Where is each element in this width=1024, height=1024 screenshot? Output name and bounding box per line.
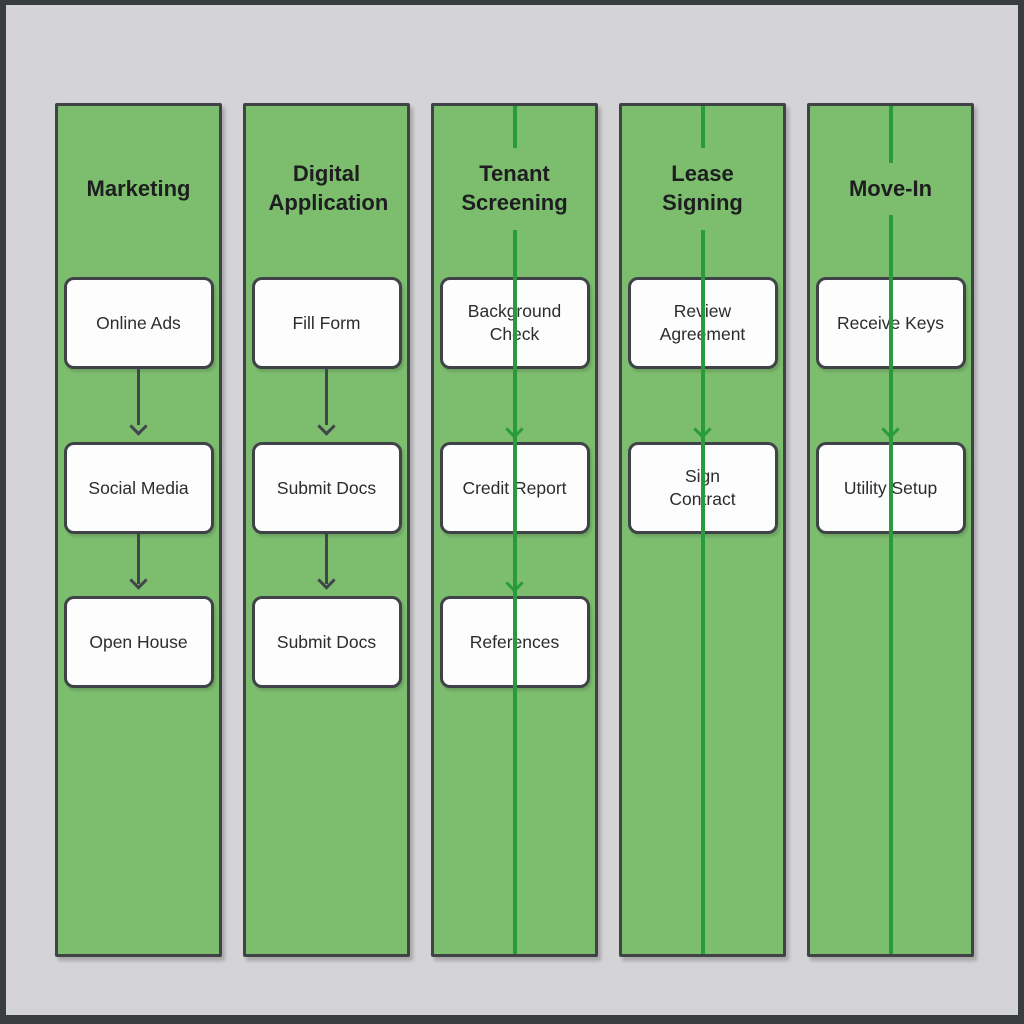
lane-tenant-screening: Tenant Screening Background Check Credit… (431, 103, 598, 957)
arrow-down-icon (316, 417, 336, 436)
lane-title-label: Digital Application (260, 148, 393, 230)
step-label: Open House (83, 625, 194, 659)
arrow-down-icon (692, 420, 712, 439)
step-label: Online Ads (90, 306, 187, 340)
lane-title-label: Move-In (840, 162, 941, 216)
arrow-down-shaft (325, 534, 328, 584)
step-box-social-media: Social Media (63, 442, 214, 534)
lane-title-label: Tenant Screening (448, 148, 581, 230)
step-box-submit-docs-2: Submit Docs (251, 596, 402, 688)
arrow-down-shaft (137, 534, 140, 584)
step-label: Submit Docs (270, 471, 383, 505)
step-box-open-house: Open House (63, 596, 214, 688)
step-box-online-ads: Online Ads (63, 277, 214, 369)
step-label: Social Media (82, 471, 195, 505)
flow-line (888, 106, 893, 954)
lane-title: Marketing (58, 148, 219, 230)
step-box-receive-keys: Receive Keys (815, 277, 966, 369)
step-label: Submit Docs (270, 625, 383, 659)
lane-title-label: Marketing (78, 162, 199, 216)
arrow-down-icon (316, 571, 336, 590)
lane-title: Digital Application (246, 148, 407, 230)
arrow-down-icon (880, 420, 900, 439)
lane-marketing: Marketing Online Ads Social Media Open H… (55, 103, 222, 957)
step-box-review-agreement: Review Agreement (627, 277, 778, 369)
lane-title: Lease Signing (622, 148, 783, 230)
flow-line (700, 106, 705, 954)
flow-line (512, 106, 517, 954)
arrow-down-icon (128, 571, 148, 590)
arrow-down-icon (504, 420, 524, 439)
lane-digital-application: Digital Application Fill Form Submit Doc… (243, 103, 410, 957)
arrow-down-icon (504, 574, 524, 593)
lane-title: Tenant Screening (434, 148, 595, 230)
arrow-down-shaft (137, 369, 140, 425)
lane-lease-signing: Lease Signing Review Agreement Sign Cont… (619, 103, 786, 957)
lane-title: Move-In (810, 148, 971, 230)
lane-move-in: Move-In Receive Keys Utility Setup (807, 103, 974, 957)
arrow-down-shaft (325, 369, 328, 425)
step-box-submit-docs-1: Submit Docs (251, 442, 402, 534)
arrow-down-icon (128, 417, 148, 436)
step-box-fill-form: Fill Form (251, 277, 402, 369)
step-label: Fill Form (286, 306, 367, 340)
lane-title-label: Lease Signing (636, 148, 769, 230)
